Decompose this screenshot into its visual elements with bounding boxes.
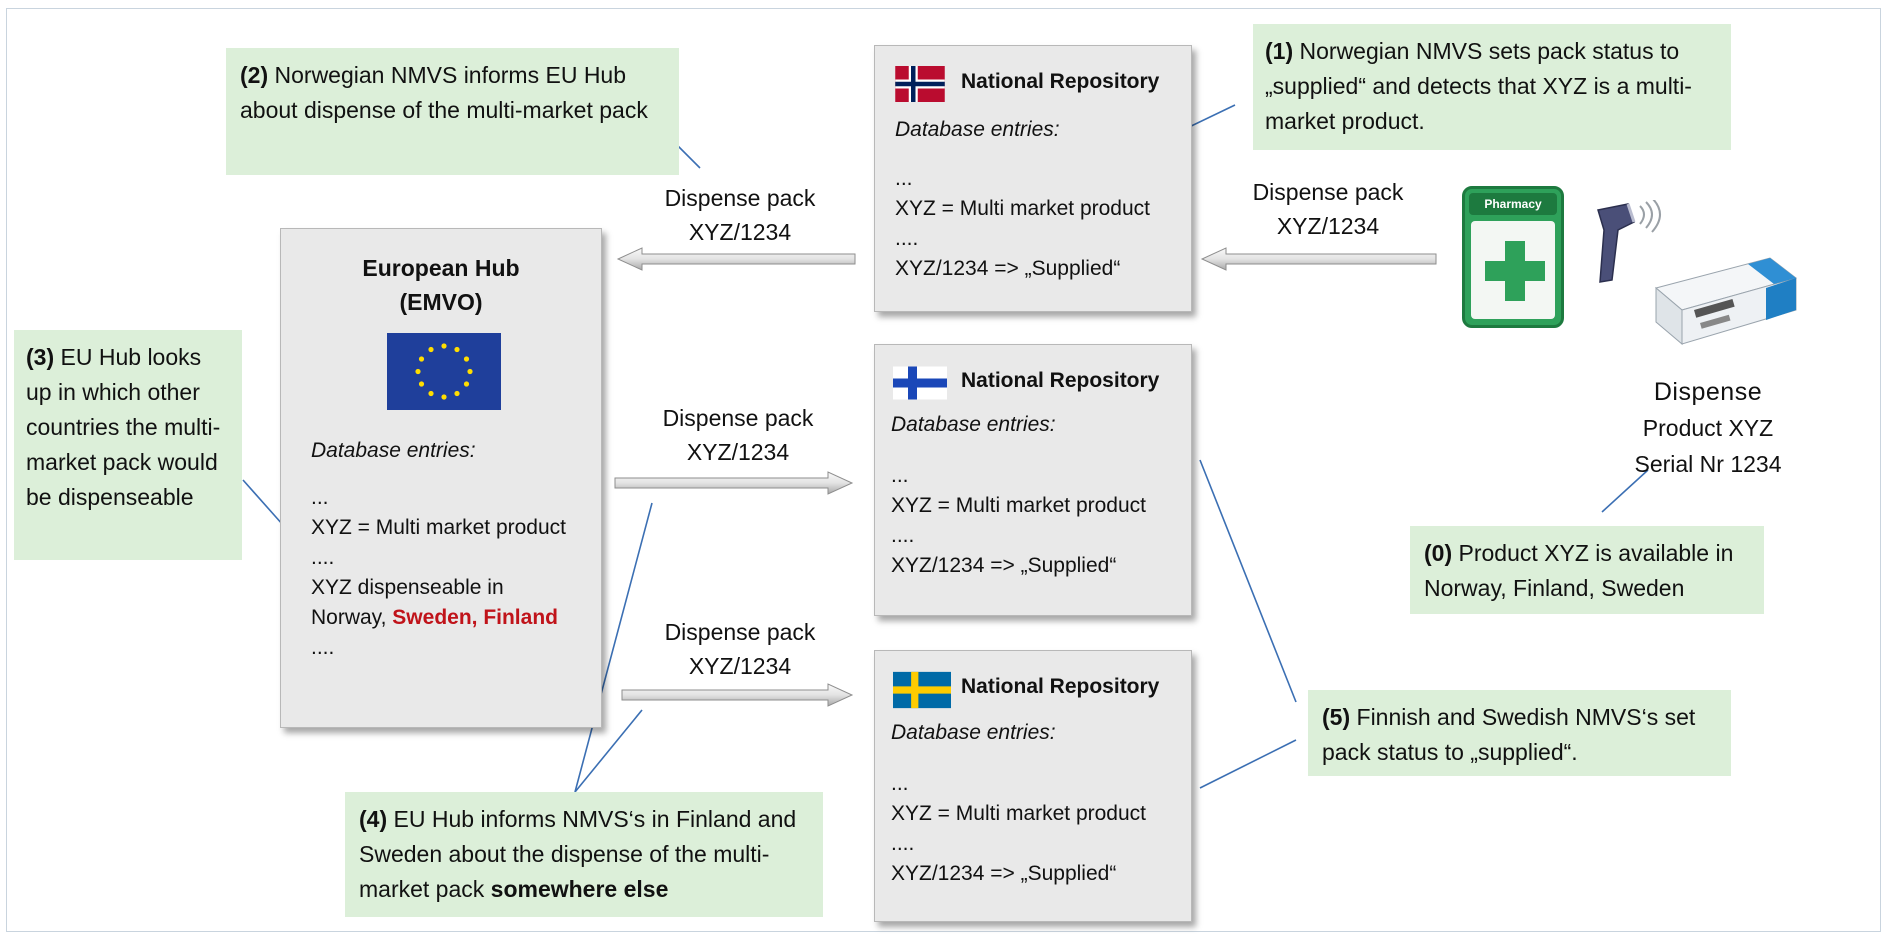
dispense-info: Dispense Product XYZ Serial Nr 1234	[1588, 374, 1828, 482]
arrow-label-line: Dispense pack	[1252, 179, 1404, 205]
repo-db-label: Database entries:	[891, 413, 1056, 436]
barcode-scanner-icon	[1597, 200, 1661, 283]
step-number: (0)	[1424, 540, 1453, 566]
hub-entry-highlight: Sweden, Finland	[392, 606, 558, 629]
arrow-to-finland	[614, 471, 854, 495]
arrow-to-hub	[616, 247, 856, 271]
hub-title: European Hub	[362, 255, 520, 281]
hub-entry: ....	[311, 546, 335, 569]
arrow-label-to-sweden: Dispense pack XYZ/1234	[630, 615, 850, 683]
repository-norway: National Repository Database entries: ..…	[874, 45, 1192, 312]
repo-entry: XYZ/1234 => „Supplied“	[891, 862, 1117, 885]
step-number: (4)	[359, 806, 388, 832]
repo-entry: XYZ = Multi market product	[891, 802, 1147, 825]
repo-title: National Repository	[961, 675, 1160, 698]
note-step-0: (0) Product XYZ is available in Norway, …	[1410, 526, 1764, 614]
note-step-3: (3) EU Hub looks up in which other count…	[14, 330, 242, 560]
repo-entry: XYZ = Multi market product	[895, 197, 1151, 220]
frame	[6, 8, 1881, 932]
hub-subtitle: (EMVO)	[399, 289, 483, 315]
repo-entry: ....	[891, 524, 915, 547]
arrow-label-line: XYZ/1234	[686, 439, 790, 465]
norway-flag-icon	[895, 66, 945, 102]
repo-title: National Repository	[961, 70, 1160, 93]
repository-finland: National Repository Database entries: ..…	[874, 344, 1192, 616]
note-text: EU Hub informs NMVS‘s in Finland and Swe…	[359, 806, 797, 902]
arrow-label-line: Dispense pack	[662, 405, 814, 431]
note-step-1: (1) Norwegian NMVS sets pack status to „…	[1253, 24, 1731, 150]
arrow-label-line: XYZ/1234	[1276, 213, 1380, 239]
repo-entry: ...	[891, 772, 909, 795]
note-text: Norwegian NMVS informs EU Hub about disp…	[240, 62, 648, 123]
arrow-from-pharmacy	[1200, 247, 1437, 271]
repository-sweden: National Repository Database entries: ..…	[874, 650, 1192, 922]
repo-entry: ....	[891, 832, 915, 855]
medicine-package-icon	[1654, 257, 1798, 346]
arrow-label-line: Dispense pack	[664, 185, 816, 211]
hub-entry: ....	[311, 636, 335, 659]
note-text: Product XYZ is available in Norway, Finl…	[1424, 540, 1734, 601]
arrow-label-line: XYZ/1234	[688, 219, 792, 245]
arrow-label-line: XYZ/1234	[688, 653, 792, 679]
dispense-serial: Serial Nr 1234	[1634, 451, 1782, 477]
hub-entry: XYZ = Multi market product	[311, 516, 567, 539]
arrow-label-from-pharmacy: Dispense pack XYZ/1234	[1218, 175, 1438, 243]
note-step-5: (5) Finnish and Swedish NMVS‘s set pack …	[1308, 690, 1731, 776]
note-text: Finnish and Swedish NMVS‘s set pack stat…	[1322, 704, 1696, 765]
repo-entry: XYZ = Multi market product	[891, 494, 1147, 517]
arrow-label-line: Dispense pack	[664, 619, 816, 645]
hub-db-label: Database entries:	[311, 439, 476, 462]
pharmacy-sign: Pharmacy	[1469, 193, 1557, 215]
step-number: (1)	[1265, 38, 1294, 64]
repo-entry: ...	[895, 167, 913, 190]
finland-flag-icon	[893, 366, 947, 400]
hub-entry: XYZ dispenseable in	[311, 576, 504, 599]
hub-entry: Norway,	[311, 606, 393, 629]
arrow-label-to-finland: Dispense pack XYZ/1234	[628, 401, 848, 469]
note-bold-tail: somewhere else	[490, 876, 669, 902]
hub-entry: ...	[311, 486, 329, 509]
repo-entry: ....	[895, 227, 919, 250]
repo-db-label: Database entries:	[891, 721, 1056, 744]
step-number: (5)	[1322, 704, 1351, 730]
repo-title: National Repository	[961, 369, 1160, 392]
dispense-product: Product XYZ	[1642, 415, 1774, 441]
repo-db-label: Database entries:	[895, 118, 1060, 141]
arrow-to-sweden	[621, 683, 854, 707]
step-number: (3)	[26, 344, 55, 370]
repo-entry: XYZ/1234 => „Supplied“	[891, 554, 1117, 577]
repo-entry: XYZ/1234 => „Supplied“	[895, 257, 1121, 280]
note-text: Norwegian NMVS sets pack status to „supp…	[1265, 38, 1692, 134]
note-text: EU Hub looks up in which other countries…	[26, 344, 221, 510]
repo-entry: ...	[891, 464, 909, 487]
dispense-title: Dispense	[1653, 378, 1763, 406]
sweden-flag-icon	[893, 671, 951, 709]
pharmacy-icon: Pharmacy	[1462, 186, 1564, 328]
note-step-4: (4) EU Hub informs NMVS‘s in Finland and…	[345, 792, 823, 917]
european-hub-box: European Hub (EMVO) Database entries: ..…	[280, 228, 602, 728]
eu-flag-icon	[387, 333, 501, 410]
note-step-2: (2) Norwegian NMVS informs EU Hub about …	[226, 48, 679, 175]
step-number: (2)	[240, 62, 269, 88]
arrow-label-to-hub: Dispense pack XYZ/1234	[630, 181, 850, 249]
